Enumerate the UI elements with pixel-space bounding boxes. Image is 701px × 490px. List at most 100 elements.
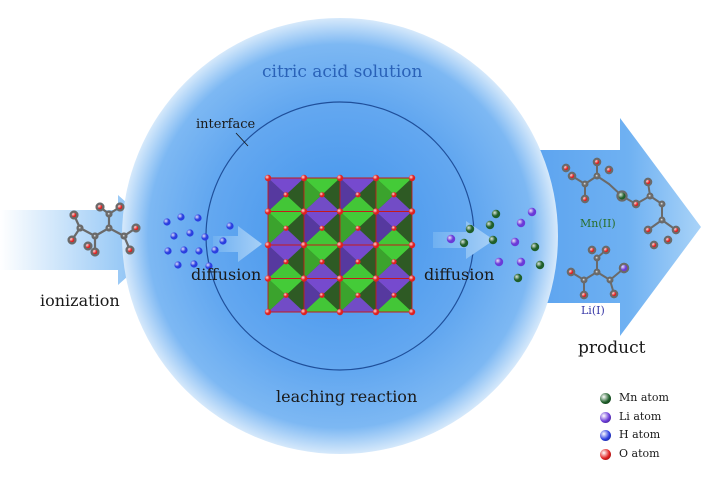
crystal-o-atom-shine	[283, 292, 289, 298]
o-atom-icon	[600, 448, 611, 460]
crystal-facet	[376, 228, 412, 245]
crystal-o-atom-shine	[300, 275, 308, 282]
h-atom-shine	[205, 262, 213, 270]
molecule-o-atom-shine	[592, 157, 602, 167]
crystal-o-atom-shine	[408, 208, 416, 215]
crystal-o-atom-shine	[408, 174, 416, 182]
crystal-o-atom-shine	[264, 308, 272, 316]
molecule-o-atom-shine	[671, 225, 681, 235]
product-label: product	[578, 338, 646, 358]
h-atom-shine	[174, 261, 182, 269]
crystal-o-atom-shine	[372, 208, 380, 215]
crystal-o-atom-shine	[372, 174, 380, 182]
molecule-o-atom-shine	[95, 202, 105, 212]
crystal-facet	[340, 278, 358, 312]
leached-ion-shine	[516, 257, 526, 267]
molecule-c-atom-shine	[105, 224, 113, 232]
molecule-o-atom-shine	[566, 267, 576, 277]
leached-ion-shine	[513, 273, 523, 283]
spinel-crystal	[264, 174, 416, 316]
crystal-facet	[268, 211, 286, 245]
crystal-o-atom-shine	[319, 225, 325, 231]
crystal-facet	[304, 245, 322, 279]
crystal-facet	[340, 245, 376, 262]
leached-ion-shine	[488, 235, 498, 245]
crystal-facet	[304, 245, 340, 262]
crystal-facet	[304, 211, 322, 245]
crystal-o-atom-shine	[300, 174, 308, 182]
crystal-facet	[304, 278, 322, 312]
h-atom-shine	[186, 229, 194, 237]
molecule-o-atom-shine	[90, 247, 100, 257]
crystal-facet	[304, 194, 340, 212]
crystal-facet	[376, 211, 394, 245]
interface-pointer	[235, 132, 249, 147]
leached-ion-shine	[491, 209, 501, 219]
crystal-facet	[304, 211, 340, 229]
h-atom-shine	[201, 233, 209, 241]
crystal-o-atom-shine	[355, 292, 361, 298]
crystal-facet	[376, 178, 412, 195]
li-product-label: Li(I)	[581, 304, 605, 317]
crystal-facet	[340, 245, 358, 279]
h-atom-shine	[219, 237, 227, 245]
h-atom-shine	[163, 218, 171, 226]
crystal-o-atom-shine	[264, 275, 272, 282]
interface-label: interface	[196, 117, 256, 132]
crystal-o-atom-shine	[372, 275, 380, 282]
crystal-o-atom-shine	[319, 292, 325, 298]
crystal-facet	[376, 178, 394, 212]
crystal-facet	[268, 261, 304, 279]
crystal-facet	[376, 278, 394, 312]
molecule-c-atom-shine	[593, 268, 601, 276]
legend-label-o: O atom	[619, 446, 660, 460]
crystal-facet	[340, 211, 376, 229]
molecule-o-atom-shine	[604, 165, 614, 175]
molecule-o-atom-shine	[125, 245, 135, 255]
crystal-facet	[268, 278, 286, 312]
molecule-c-atom-shine	[658, 216, 666, 224]
crystal-facet	[340, 228, 376, 245]
crystal-facet	[340, 194, 376, 212]
molecule-o-atom-shine	[643, 177, 653, 187]
crystal-facet	[268, 295, 304, 312]
crystal-facet	[340, 211, 358, 245]
molecule-c-atom-shine	[593, 172, 601, 180]
crystal-facet	[340, 295, 376, 312]
crystal-o-atom-shine	[336, 308, 344, 316]
molecule-c-atom-shine	[581, 180, 589, 188]
leached-mn-ion-shine	[465, 224, 475, 234]
molecule-o-atom-shine	[643, 225, 653, 235]
crystal-o-atom-shine	[372, 241, 380, 249]
leaching-reaction-label: leaching reaction	[276, 387, 418, 406]
leached-ion-shine	[527, 207, 537, 217]
product-li-atom-shine	[618, 262, 630, 274]
crystal-o-atom-shine	[336, 208, 344, 215]
leached-mn-ion-shine	[459, 238, 469, 248]
crystal-facet	[376, 245, 412, 262]
molecule-o-atom-shine	[567, 171, 577, 181]
mn-citrate-molecule	[561, 157, 681, 250]
molecule-c-atom-shine	[120, 232, 128, 240]
molecule-c-atom-shine	[580, 276, 588, 284]
legend-item-li: Li atom	[600, 409, 700, 428]
crystal-o-atom-shine	[391, 292, 397, 298]
crystal-facet	[268, 211, 304, 229]
crystal-facet	[304, 178, 322, 212]
crystal-facet	[268, 245, 286, 279]
legend-label-h: H atom	[619, 428, 661, 441]
h-atom-shine	[177, 213, 185, 221]
h-atom-icon	[600, 430, 611, 441]
leached-ion-shine	[446, 234, 456, 244]
ionization-label: ionization	[40, 291, 120, 310]
crystal-facet	[376, 261, 412, 279]
crystal-o-atom-shine	[300, 308, 308, 316]
solution-title: citric acid solution	[262, 62, 423, 82]
molecule-o-atom-shine	[580, 194, 590, 204]
crystal-o-atom-shine	[283, 259, 289, 265]
molecule-o-atom-shine	[69, 210, 79, 220]
leached-ion-shine	[494, 257, 504, 267]
crystal-o-atom-shine	[336, 174, 344, 182]
molecule-o-atom-shine	[83, 241, 93, 251]
